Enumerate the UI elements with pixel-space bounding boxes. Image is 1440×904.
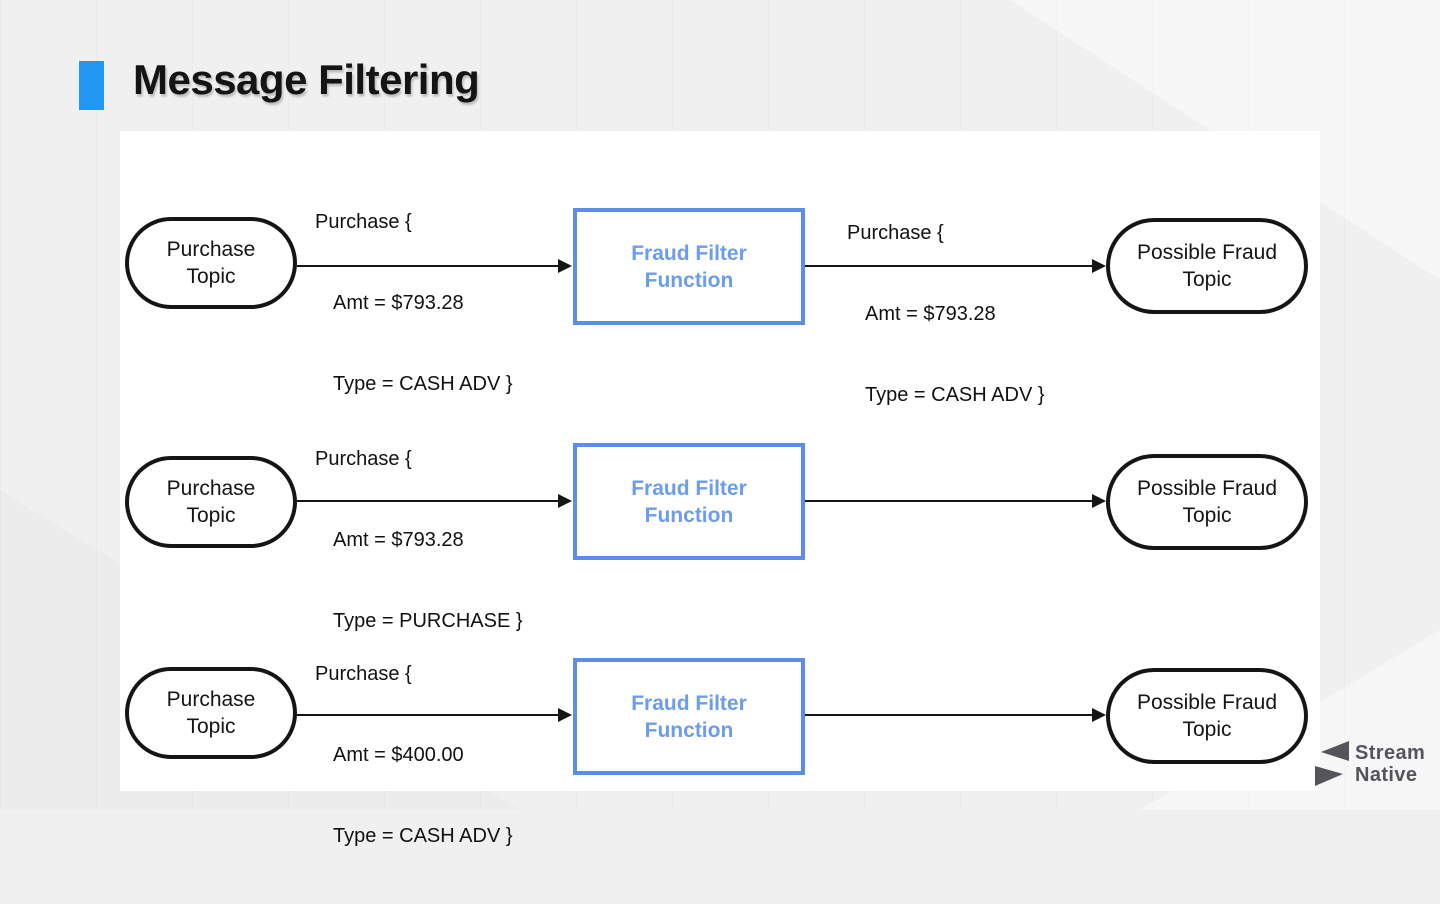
streamnative-logo-icon bbox=[1315, 741, 1349, 786]
purchase-topic-node: Purchase Topic bbox=[125, 667, 297, 759]
input-message-label: Purchase { Amt = $400.00 Type = CASH ADV… bbox=[315, 663, 513, 847]
fraud-filter-function-node: Fraud Filter Function bbox=[573, 208, 805, 325]
streamnative-logo: Stream Native bbox=[1314, 740, 1425, 787]
node-label: Topic bbox=[186, 504, 236, 527]
fraud-filter-function-node: Fraud Filter Function bbox=[573, 658, 805, 775]
function-label: Function bbox=[644, 503, 734, 527]
input-message-label: Purchase { Amt = $793.28 Type = CASH ADV… bbox=[315, 211, 513, 395]
node-label: Possible Fraud bbox=[1136, 241, 1278, 264]
node-label: Possible Fraud bbox=[1136, 477, 1278, 500]
input-message-label: Purchase { Amt = $793.28 Type = PURCHASE… bbox=[315, 448, 523, 632]
function-label: Fraud Filter bbox=[631, 691, 747, 715]
node-label: Purchase bbox=[166, 477, 256, 500]
output-arrow bbox=[805, 708, 1106, 722]
output-arrow bbox=[805, 494, 1106, 508]
purchase-topic-node: Purchase Topic bbox=[125, 456, 297, 548]
node-label: Possible Fraud bbox=[1136, 691, 1278, 714]
node-label: Topic bbox=[1182, 718, 1232, 741]
node-label: Topic bbox=[186, 715, 236, 738]
function-label: Function bbox=[644, 268, 734, 292]
input-arrow bbox=[297, 259, 572, 273]
streamnative-logo-text: Stream Native bbox=[1355, 741, 1426, 786]
node-label: Purchase bbox=[166, 238, 256, 261]
fraud-filter-function-node: Fraud Filter Function bbox=[573, 443, 805, 560]
title-accent-bar bbox=[79, 61, 104, 110]
function-label: Fraud Filter bbox=[631, 241, 747, 265]
node-label: Topic bbox=[186, 265, 236, 288]
output-arrow bbox=[805, 259, 1106, 273]
function-label: Fraud Filter bbox=[631, 476, 747, 500]
input-arrow bbox=[297, 708, 572, 722]
node-label: Topic bbox=[1182, 504, 1232, 527]
node-label: Purchase bbox=[166, 688, 256, 711]
possible-fraud-topic-node: Possible Fraud Topic bbox=[1106, 218, 1308, 314]
purchase-topic-node: Purchase Topic bbox=[125, 217, 297, 309]
page-title: Message Filtering bbox=[133, 56, 480, 103]
diagram-panel: Purchase Topic Purchase { Amt = $793.28 … bbox=[120, 131, 1320, 847]
input-arrow bbox=[297, 494, 572, 508]
output-message-label: Purchase { Amt = $793.28 Type = CASH ADV… bbox=[847, 222, 1045, 406]
function-label: Function bbox=[644, 718, 734, 742]
possible-fraud-topic-node: Possible Fraud Topic bbox=[1106, 454, 1308, 550]
node-label: Topic bbox=[1182, 268, 1232, 291]
possible-fraud-topic-node: Possible Fraud Topic bbox=[1106, 668, 1308, 764]
